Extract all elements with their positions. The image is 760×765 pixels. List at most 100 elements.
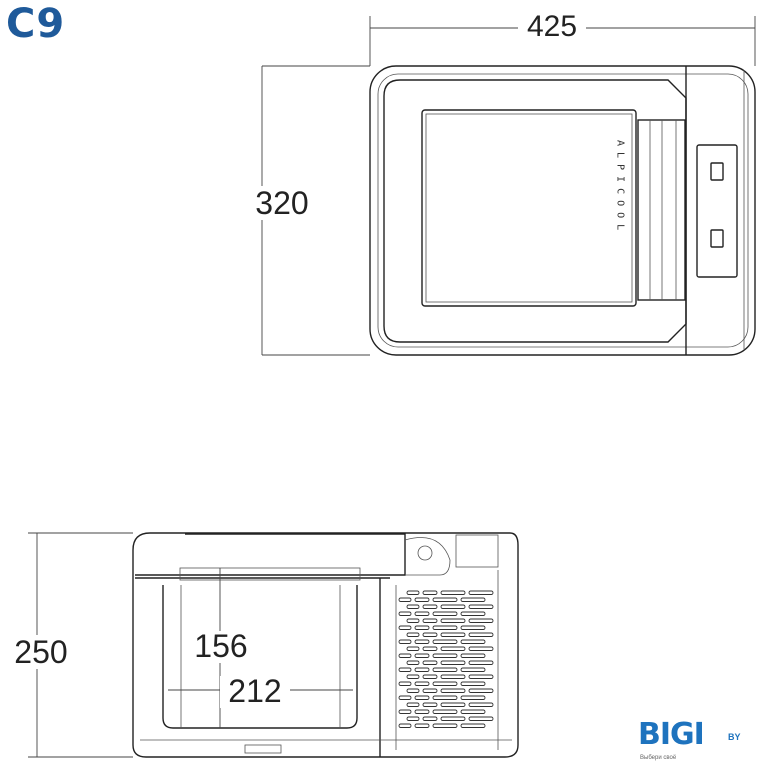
foot bbox=[244, 744, 282, 754]
vent-slot bbox=[398, 597, 412, 602]
vent-slot bbox=[468, 590, 494, 595]
vent-slot bbox=[468, 702, 494, 707]
vent-slot bbox=[406, 660, 420, 665]
vent-slot bbox=[440, 646, 466, 651]
inner-width-label: 212 bbox=[228, 673, 281, 709]
inner-edge bbox=[377, 73, 749, 348]
fridge-outline-side bbox=[132, 532, 519, 758]
vent-slot bbox=[460, 611, 486, 616]
vent-slot bbox=[406, 618, 420, 623]
vent-slot bbox=[422, 660, 438, 665]
vent-slot bbox=[432, 639, 458, 644]
vent-slot bbox=[406, 716, 420, 721]
depth-label: 320 bbox=[255, 185, 308, 221]
vent-slot bbox=[460, 709, 486, 714]
vent-slot bbox=[414, 597, 430, 602]
vent-slot bbox=[406, 674, 420, 679]
fridge-outline-top bbox=[369, 65, 756, 356]
lid-panel bbox=[421, 109, 637, 307]
vent-slot bbox=[414, 639, 430, 644]
handle-block bbox=[455, 534, 499, 568]
vent-slot bbox=[440, 688, 466, 693]
vent-slot bbox=[440, 604, 466, 609]
width-label: 425 bbox=[527, 10, 577, 43]
vent-slot bbox=[414, 681, 430, 686]
vent-slot bbox=[432, 667, 458, 672]
vent-slot bbox=[422, 716, 438, 721]
vent-slot bbox=[414, 625, 430, 630]
vent-slot bbox=[414, 611, 430, 616]
vent-slot bbox=[432, 653, 458, 658]
hinge-strip bbox=[637, 119, 686, 301]
control-button-1 bbox=[710, 162, 724, 181]
vent-slot bbox=[440, 632, 466, 637]
inner-height-label-background bbox=[190, 631, 252, 663]
vent-slot bbox=[440, 660, 466, 665]
vent-slot bbox=[440, 674, 466, 679]
vent-slot bbox=[398, 709, 412, 714]
hinge-circle bbox=[417, 545, 433, 561]
vent-slot bbox=[398, 723, 412, 728]
vent-slot bbox=[440, 716, 466, 721]
vent-slot bbox=[468, 660, 494, 665]
inner-width-label-background bbox=[220, 676, 290, 708]
lid-side bbox=[135, 533, 406, 576]
model-title: C9 bbox=[6, 1, 66, 47]
vent-slot bbox=[440, 702, 466, 707]
vent-slot bbox=[460, 653, 486, 658]
vent-slot bbox=[414, 695, 430, 700]
control-button-2 bbox=[710, 229, 724, 248]
vent-slot bbox=[422, 618, 438, 623]
vent-slot bbox=[406, 702, 420, 707]
height-label: 250 bbox=[14, 634, 67, 670]
control-panel bbox=[696, 144, 738, 278]
vent-slot bbox=[398, 625, 412, 630]
width-label-background bbox=[518, 10, 586, 40]
vent-slot bbox=[406, 604, 420, 609]
vent-slot bbox=[468, 688, 494, 693]
vent-slot bbox=[460, 695, 486, 700]
vent-slot bbox=[460, 625, 486, 630]
vent-slot bbox=[422, 632, 438, 637]
vent-grille bbox=[398, 590, 494, 728]
lid-panel-inner bbox=[425, 113, 633, 303]
vent-slot bbox=[432, 611, 458, 616]
inner-lid bbox=[179, 567, 361, 581]
vent-slot bbox=[422, 688, 438, 693]
vent-slot bbox=[414, 653, 430, 658]
vent-slot bbox=[468, 618, 494, 623]
vent-slot bbox=[414, 709, 430, 714]
vent-slot bbox=[422, 702, 438, 707]
vent-slot bbox=[468, 674, 494, 679]
side-view: 250 156 212 bbox=[6, 532, 519, 758]
vent-slot bbox=[406, 646, 420, 651]
watermark-logo: BIGI BY Выбери своё bbox=[638, 720, 760, 765]
vent-slot bbox=[398, 611, 412, 616]
lid-brand-text: ALPICOOL bbox=[615, 140, 626, 236]
vent-slot bbox=[414, 667, 430, 672]
vent-slot bbox=[432, 723, 458, 728]
vent-slot bbox=[460, 667, 486, 672]
vent-slot bbox=[440, 590, 466, 595]
vent-slot bbox=[398, 639, 412, 644]
vent-slot bbox=[468, 646, 494, 651]
vent-slot bbox=[398, 695, 412, 700]
vent-slot bbox=[398, 681, 412, 686]
logo-name: BIGI bbox=[638, 717, 705, 752]
vent-slot bbox=[468, 632, 494, 637]
vent-slot bbox=[432, 597, 458, 602]
depth-label-background bbox=[248, 186, 316, 220]
vent-slot bbox=[468, 604, 494, 609]
vent-slot bbox=[398, 667, 412, 672]
lid-outline bbox=[383, 79, 687, 343]
height-label-background bbox=[6, 635, 76, 669]
vent-slot bbox=[432, 625, 458, 630]
inner-compartment bbox=[162, 585, 358, 729]
vent-slot bbox=[406, 632, 420, 637]
vent-slot bbox=[406, 688, 420, 693]
vent-slot bbox=[460, 597, 486, 602]
vent-slot bbox=[432, 695, 458, 700]
inner-height-label: 156 bbox=[194, 628, 247, 664]
vent-slot bbox=[422, 646, 438, 651]
